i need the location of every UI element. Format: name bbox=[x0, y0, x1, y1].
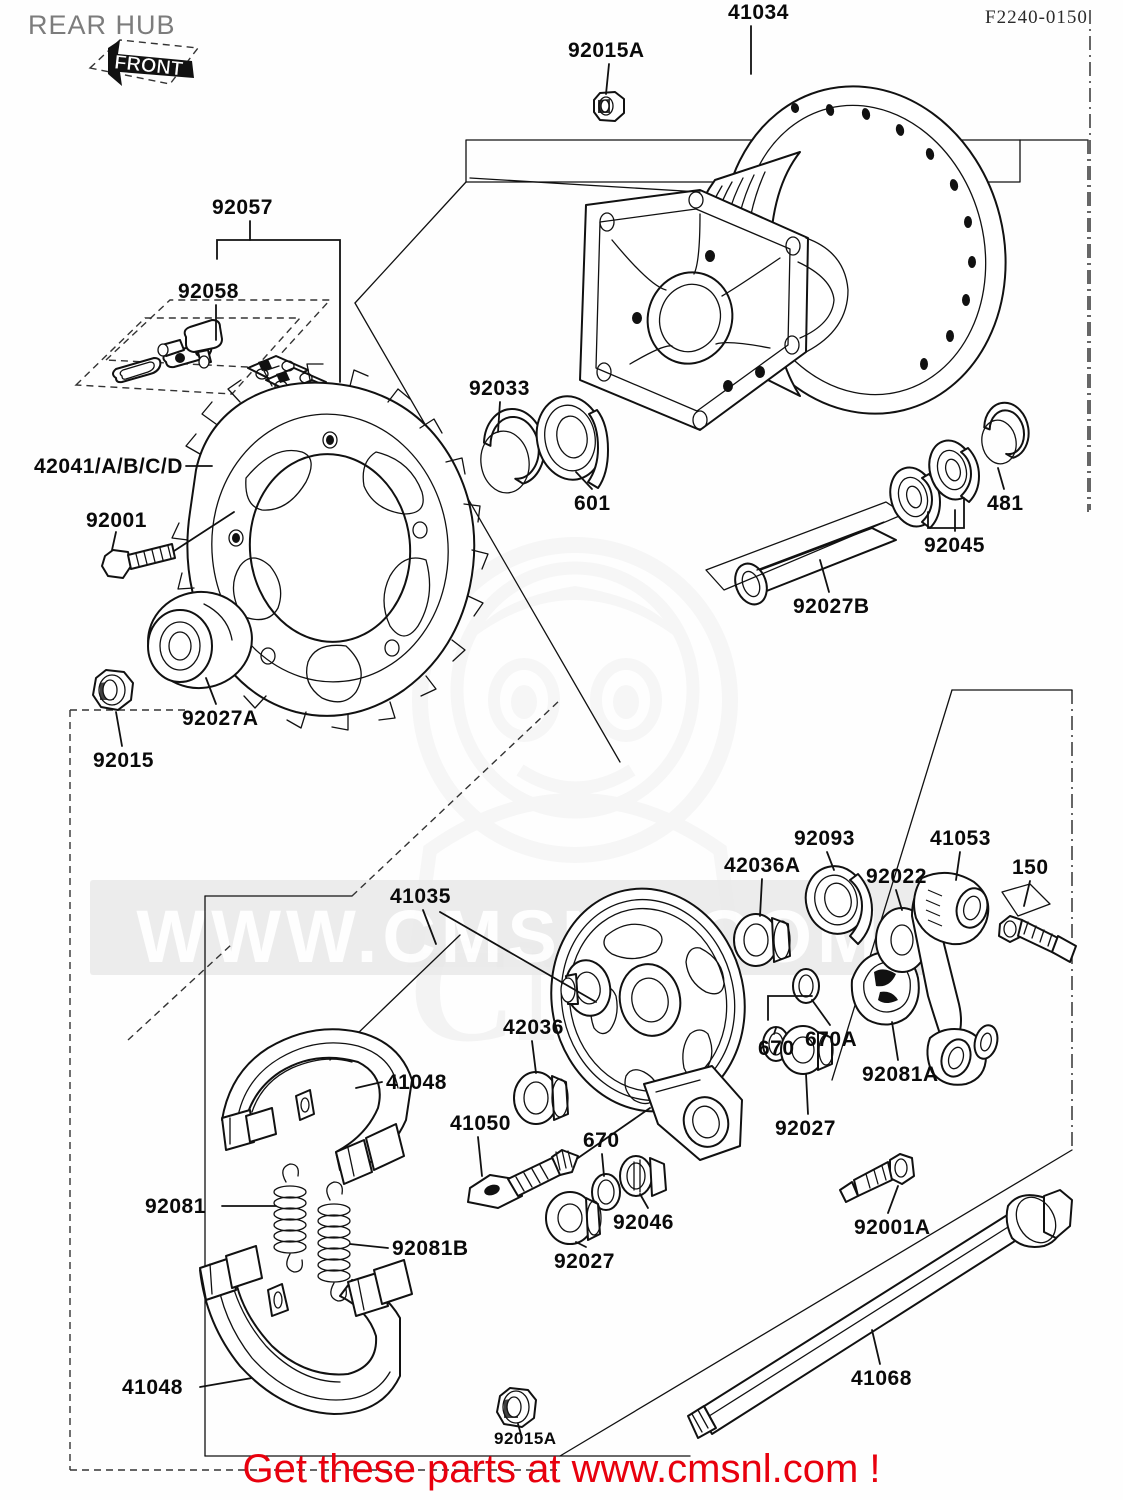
callout-670-lower: 670 bbox=[583, 1129, 620, 1152]
callout-42036: 42036 bbox=[503, 1016, 564, 1039]
callout-42036A: 42036A bbox=[724, 854, 801, 877]
part-92015A-nut-bottom bbox=[497, 1388, 536, 1427]
callout-41034: 41034 bbox=[728, 1, 789, 24]
part-41048-brake-shoe-upper bbox=[222, 1029, 412, 1184]
part-41053-brake-lever bbox=[912, 873, 1001, 1085]
part-92027A-collar bbox=[142, 585, 258, 695]
sheet-code: F2240-0150 bbox=[985, 7, 1088, 28]
part-41048-brake-shoe-lower bbox=[200, 1246, 412, 1414]
part-41035-brake-panel bbox=[440, 870, 765, 1160]
part-150-bolt bbox=[999, 884, 1076, 962]
callout-92045: 92045 bbox=[924, 534, 985, 557]
part-42041-rear-sprocket bbox=[172, 364, 488, 730]
part-92015-nut bbox=[93, 670, 133, 710]
callout-92015: 92015 bbox=[93, 749, 154, 772]
part-92027-collar-lower bbox=[546, 1192, 601, 1244]
callout-601: 601 bbox=[574, 492, 611, 515]
part-41068-rear-axle bbox=[688, 1190, 1072, 1438]
callout-92015A-bottom: 92015A bbox=[494, 1429, 557, 1448]
callout-92081A: 92081A bbox=[862, 1063, 939, 1086]
part-92001-bolt bbox=[102, 512, 234, 578]
callout-92027-right: 92027 bbox=[775, 1117, 836, 1140]
callout-92001: 92001 bbox=[86, 509, 147, 532]
callout-92022: 92022 bbox=[866, 865, 927, 888]
callout-42041: 42041/A/B/C/D bbox=[34, 455, 183, 478]
front-badge-text: FRONT bbox=[113, 51, 184, 80]
cms-mascot-watermark bbox=[415, 545, 735, 960]
callout-92081B: 92081B bbox=[392, 1237, 469, 1260]
part-92093-oil-seal bbox=[799, 860, 874, 944]
callout-41048-upper: 41048 bbox=[386, 1071, 447, 1094]
callout-41068: 41068 bbox=[851, 1367, 912, 1390]
part-42036-seal-lower bbox=[514, 1072, 568, 1124]
part-92027B-spacer bbox=[706, 502, 904, 609]
callout-92046: 92046 bbox=[613, 1211, 674, 1234]
part-92046-bush bbox=[620, 1156, 666, 1196]
callout-92057: 92057 bbox=[212, 196, 273, 219]
part-92045-bearings bbox=[884, 435, 982, 532]
callout-670A: 670A bbox=[805, 1028, 858, 1051]
callout-481: 481 bbox=[987, 492, 1024, 515]
callout-41053: 41053 bbox=[930, 827, 991, 850]
part-92001A-bolt bbox=[840, 1154, 914, 1202]
callout-92027A: 92027A bbox=[182, 707, 259, 730]
part-42036A-seal-upper bbox=[734, 914, 790, 966]
callout-41035: 41035 bbox=[390, 885, 451, 908]
panel-torque-lug bbox=[644, 1066, 742, 1160]
part-670A-washer bbox=[793, 969, 819, 1003]
part-92027-collar-right bbox=[781, 1026, 833, 1074]
part-41050-brake-cam bbox=[468, 1108, 650, 1208]
front-arrow-icon bbox=[108, 40, 194, 86]
callout-92001A: 92001A bbox=[854, 1216, 931, 1239]
front-direction-badge: FRONT bbox=[88, 39, 200, 86]
callout-92027B: 92027B bbox=[793, 595, 870, 618]
part-670-washer-lower bbox=[592, 1174, 620, 1210]
part-92033-circlip bbox=[477, 405, 549, 496]
part-481-circlip bbox=[978, 399, 1032, 466]
part-92081-spring bbox=[274, 1164, 306, 1272]
callout-150: 150 bbox=[1012, 856, 1049, 879]
callout-670-right: 670 bbox=[758, 1037, 795, 1060]
hub-spider bbox=[580, 190, 808, 430]
callout-92058: 92058 bbox=[178, 280, 239, 303]
callout-92033: 92033 bbox=[469, 377, 530, 400]
part-601-ball-bearing bbox=[530, 391, 610, 488]
callout-41048-lower: 41048 bbox=[122, 1376, 183, 1399]
page-title: REAR HUB bbox=[28, 10, 176, 40]
callout-92015A-top: 92015A bbox=[568, 39, 645, 62]
callout-92093: 92093 bbox=[794, 827, 855, 850]
part-92058-master-link-group bbox=[76, 300, 330, 394]
callout-41050: 41050 bbox=[450, 1112, 511, 1135]
callout-92081: 92081 bbox=[145, 1195, 206, 1218]
part-92015A-nut-top bbox=[594, 92, 624, 121]
promo-banner[interactable]: Get these parts at www.cmsnl.com ! bbox=[242, 1447, 881, 1491]
part-41034-rear-hub bbox=[580, 56, 1040, 444]
callout-92027-lower: 92027 bbox=[554, 1250, 615, 1273]
part-92081B-spring bbox=[318, 1182, 350, 1301]
